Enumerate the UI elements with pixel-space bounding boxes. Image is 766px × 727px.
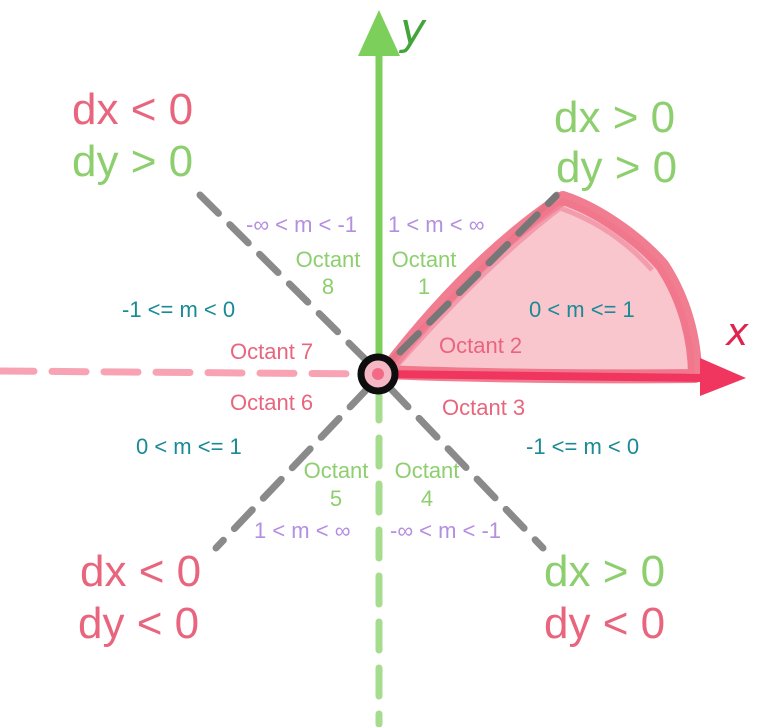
bottom-left-dy: dy < 0 xyxy=(78,599,200,648)
bottom-right-dx: dx > 0 xyxy=(544,547,666,596)
top-left-dy: dy > 0 xyxy=(72,137,194,186)
octant-4-number: 4 xyxy=(420,486,434,511)
octant-6-label: Octant 6 xyxy=(230,390,314,415)
slope-octant-2: 0 < m <= 1 xyxy=(529,297,635,322)
octant-4-label: Octant 4 xyxy=(389,460,465,510)
slope-octant-5: 1 < m < ∞ xyxy=(254,518,351,543)
slope-octant-1: 1 < m < ∞ xyxy=(388,212,485,237)
slope-octant-7: -1 <= m < 0 xyxy=(122,297,236,322)
top-right-dx: dx > 0 xyxy=(554,93,676,142)
negative-x-axis xyxy=(0,367,376,378)
octant-7-label: Octant 7 xyxy=(230,339,314,364)
bottom-right-dy: dy < 0 xyxy=(544,599,666,648)
diagonal-upper-left xyxy=(196,191,372,366)
octant-5-word: Octant xyxy=(303,458,369,483)
octant-8-number: 8 xyxy=(321,274,335,299)
octant-1-label: Octant 1 xyxy=(386,249,462,298)
slope-octant-3: -1 <= m < 0 xyxy=(526,434,640,459)
octant-2-label: Octant 2 xyxy=(439,333,523,358)
slope-octant-6: 0 < m <= 1 xyxy=(136,434,242,459)
octant-4-word: Octant xyxy=(394,458,460,483)
octant-3-label: Octant 3 xyxy=(442,395,526,420)
slope-octant-8: -∞ < m < -1 xyxy=(246,212,358,237)
octant-5-number: 5 xyxy=(329,486,343,511)
x-arrowhead xyxy=(700,358,746,396)
octant-1-number: 1 xyxy=(417,274,431,299)
octant-8-label: Octant 8 xyxy=(290,249,366,298)
y-axis-label: y xyxy=(400,4,427,55)
diagonal-triangle-edge xyxy=(396,192,560,356)
bottom-left-dx: dx < 0 xyxy=(80,547,202,596)
diagonal-lower-left xyxy=(212,384,372,552)
octant-1-word: Octant xyxy=(391,247,457,272)
x-axis-label: x xyxy=(726,310,749,354)
octant-5-label: Octant 5 xyxy=(298,460,374,510)
slope-octant-4: -∞ < m < -1 xyxy=(390,518,502,543)
octant-8-word: Octant xyxy=(295,247,361,272)
y-arrowhead xyxy=(358,10,400,56)
top-right-dy: dy > 0 xyxy=(556,143,678,192)
diagonal-lower-right xyxy=(386,384,547,552)
positive-x-axis xyxy=(376,370,710,382)
top-left-dx: dx < 0 xyxy=(72,85,194,134)
